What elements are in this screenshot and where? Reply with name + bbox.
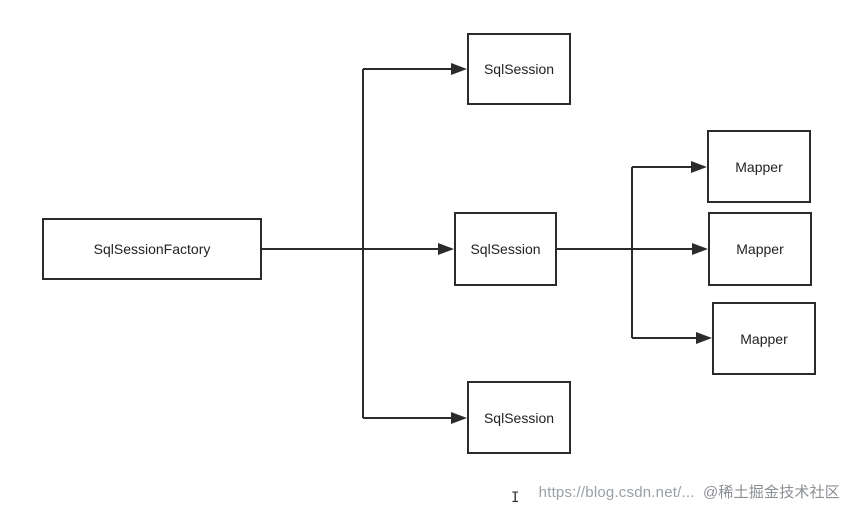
watermark-url: https://blog.csdn.net/... bbox=[538, 484, 695, 501]
sqlsession-box-bottom: SqlSession bbox=[467, 381, 571, 454]
watermark: https://blog.csdn.net/... @稀土掘金技术社区 bbox=[539, 481, 840, 502]
arrow-to-mapper-bottom bbox=[696, 332, 712, 344]
mapper-box-top: Mapper bbox=[707, 130, 811, 203]
arrow-to-mapper-middle bbox=[692, 243, 708, 255]
mapper-box-middle: Mapper bbox=[708, 212, 812, 286]
watermark-brand: @稀土掘金技术社区 bbox=[702, 484, 840, 501]
arrow-to-session-middle bbox=[438, 243, 454, 255]
arrow-to-session-top bbox=[451, 63, 467, 75]
arrow-to-mapper-top bbox=[691, 161, 707, 173]
sqlsession-factory-box: SqlSessionFactory bbox=[42, 218, 262, 280]
text-cursor-icon: I bbox=[511, 490, 520, 506]
arrow-to-session-bottom bbox=[451, 412, 467, 424]
sqlsession-box-middle: SqlSession bbox=[454, 212, 557, 286]
sqlsession-box-top: SqlSession bbox=[467, 33, 571, 105]
mapper-box-bottom: Mapper bbox=[712, 302, 816, 375]
